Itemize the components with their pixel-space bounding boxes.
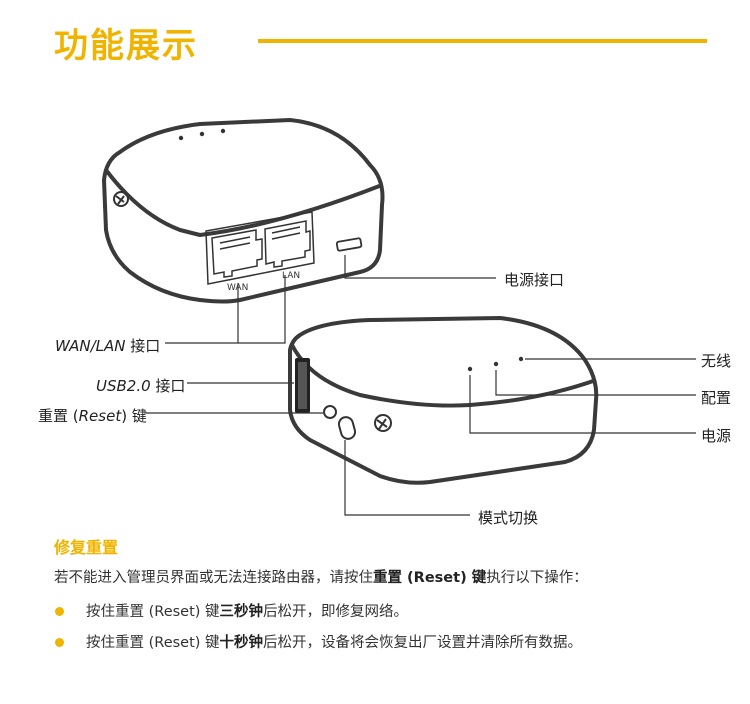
page-title: 功能展示 (54, 26, 198, 66)
leader-config (495, 370, 696, 396)
label-power-port: 电源接口 (504, 271, 565, 289)
micro-usb-port (335, 237, 363, 252)
label-mode-switch: 模式切换 (478, 509, 539, 527)
label-power: 电源 (701, 427, 732, 445)
bullet-item: 按住重置 (Reset) 键十秒钟后松开，设备将会恢复出厂设置并清除所有数据。 (86, 635, 583, 651)
wan-port (211, 229, 263, 278)
label-usb: USB2.0 接口 (96, 377, 186, 395)
bullet-dot (55, 607, 64, 616)
label-reset: 重置 (Reset) 键 (38, 407, 147, 425)
logo-icon-front (374, 414, 392, 432)
mode-switch (337, 416, 357, 440)
leader-power-port (344, 255, 496, 279)
bullet-item: 按住重置 (Reset) 键三秒钟后松开，即修复网络。 (86, 604, 409, 620)
intro-text: 若不能进入管理员界面或无法连接路由器，请按住重置 (Reset) 键执行以下操作… (54, 570, 588, 586)
reset-hole (323, 405, 337, 419)
product-diagram: WAN LAN (102, 118, 696, 516)
bullet-dot (55, 638, 64, 647)
leader-mode-switch (344, 440, 470, 516)
port-lan-label: LAN (282, 271, 300, 281)
ethernet-ports (205, 211, 315, 285)
title-rule (258, 39, 707, 43)
logo-icon (113, 191, 129, 207)
section-title: 修复重置 (54, 538, 119, 557)
label-wireless: 无线 (701, 352, 732, 370)
leader-power (469, 375, 696, 434)
router-back-body (102, 118, 385, 304)
label-config: 配置 (701, 389, 732, 407)
label-wan-lan: WAN/LAN 接口 (55, 337, 161, 355)
lan-port (264, 220, 311, 268)
router-front-body (288, 316, 599, 485)
